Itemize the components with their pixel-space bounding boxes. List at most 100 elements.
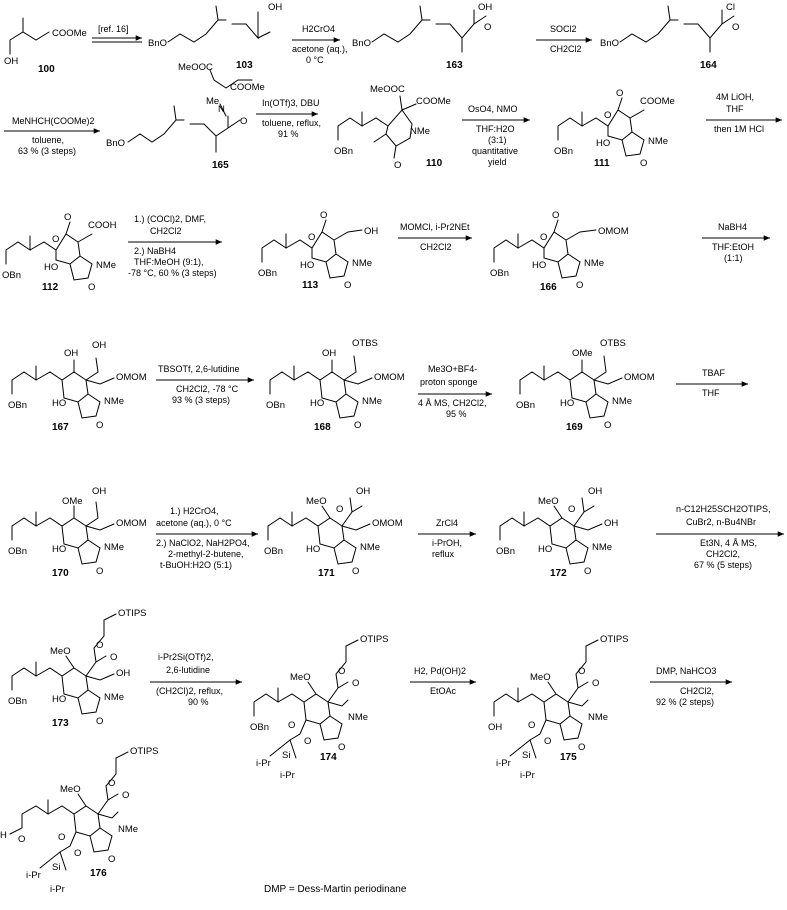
cond-r9-above-0: MOMCl, i-Pr2NEt [400, 222, 470, 232]
compound-168-label-3: OTBS [352, 338, 378, 349]
compound-165-label-2: MeOOC [178, 62, 213, 73]
compound-163-label-1: BnO [352, 38, 371, 49]
compound-168-label-6: NMe [362, 396, 382, 407]
compound-176-label-9: O [58, 832, 65, 843]
compound-165-label-5: Me [206, 96, 219, 107]
arrow-r17: i-Pr2Si(OTf)2, 2,6-lutidine (CH2Cl)2, re… [150, 652, 242, 707]
cond-r2-below-0: acetone (aq.), [292, 44, 348, 54]
compound-103-label-1: BnO [148, 38, 167, 49]
compound-175-label-4: O [578, 666, 585, 677]
compound-112-label-6: NMe [96, 260, 116, 271]
compound-113-label-2: O [320, 210, 327, 221]
compound-174: OBn MeO OTIPS O O NMe O O i-Pr Si i-Pr O… [250, 634, 389, 781]
cond-r15-below-1: reflux [432, 549, 455, 559]
compound-175-label-7: O [578, 742, 585, 753]
compound-172-label-7: NMe [592, 542, 612, 553]
compound-174-label-10: Si [282, 750, 290, 761]
compound-112-label-3: O [52, 234, 59, 245]
compound-171-number: 171 [318, 568, 335, 579]
compound-174-label-4: O [338, 666, 345, 677]
cond-r5-below-0: toluene, reflux, [262, 118, 321, 128]
cond-r5-above-0: In(OTf)3, DBU [262, 98, 320, 108]
compound-112-label-7: O [88, 282, 95, 293]
compound-174-label-9: i-Pr [256, 758, 271, 769]
arrow-r14: 1.) H2CrO4, acetone (aq.), 0 °C 2.) NaCl… [156, 506, 258, 570]
compound-112: OBn O O COOH HO NMe O 112 [2, 212, 117, 293]
compound-174-label-8: O [288, 720, 295, 731]
cond-r10-above-0: NaBH4 [718, 222, 747, 232]
compound-166-label-4: OMOM [598, 226, 629, 237]
cond-r11-below-1: 93 % (3 steps) [172, 395, 230, 405]
compound-110-number: 110 [426, 158, 443, 169]
cond-r5-below-1: 91 % [278, 129, 299, 139]
cond-r16-below-2: 67 % (5 steps) [694, 560, 752, 570]
compound-170-label-4: OMOM [116, 518, 147, 529]
compound-176-label-13: O [74, 848, 81, 859]
compound-165-label-4: N [218, 104, 225, 115]
compound-170: OBn OMe OH OMOM HO NMe O 170 [8, 486, 147, 579]
compound-169-label-6: NMe [612, 396, 632, 407]
compound-111-label-4: COOMe [640, 96, 675, 107]
compound-166-label-3: O [540, 232, 547, 243]
compound-166-label-5: HO [532, 260, 546, 271]
arrow-r4: MeNHCH(COOMe)2 toluene, 63 % (3 steps) [4, 116, 100, 156]
cond-r9-below-0: CH2Cl2 [420, 242, 452, 252]
cond-r7-above-1: THF [726, 104, 744, 114]
compound-164-label-3: O [732, 22, 739, 33]
compound-176-label-8: O [108, 854, 115, 865]
cond-r14-below-2: t-BuOH:H2O (5:1) [160, 560, 232, 570]
arrow-r2: H2CrO4 acetone (aq.), 0 °C [292, 24, 348, 65]
cond-r8-below-2: -78 °C, 60 % (3 steps) [128, 268, 217, 278]
cond-r17-below-1: 90 % [188, 697, 209, 707]
compound-172-label-8: O [584, 566, 591, 577]
cond-r2-above-0: H2CrO4 [302, 24, 335, 34]
compound-110: OBn MeOOC COOMe NMe O 110 [334, 84, 451, 171]
compound-172-label-6: HO [538, 544, 552, 555]
compound-173-label-6: OH [116, 668, 130, 679]
cond-r17-below-0: (CH2Cl)2, reflux, [156, 686, 223, 696]
compound-169-label-1: OBn [516, 400, 535, 411]
compound-167-label-1: OBn [8, 400, 27, 411]
compound-100: COOMe OH 100 [4, 17, 87, 75]
arrow-r5: In(OTf)3, DBU toluene, reflux, 91 % [256, 98, 321, 139]
compound-166: OBn O O OMOM HO NMe O 166 [490, 210, 629, 293]
compound-112-label-2: O [64, 212, 71, 223]
compound-165-label-1: BnO [106, 138, 125, 149]
compound-113-label-1: OBn [258, 268, 277, 279]
compound-112-label-4: COOH [88, 220, 117, 231]
cond-r6-below-1: (3:1) [488, 135, 507, 145]
compound-172-label-1: OBn [496, 546, 515, 557]
arrow-r12: Me3O+BF4- proton sponge 4 Å MS, CH2Cl2, … [418, 364, 492, 419]
compound-111-label-5: HO [596, 138, 610, 149]
arrow-r6: OsO4, NMO THF:H2O (3:1) quantitative yie… [462, 104, 530, 167]
compound-173-label-7: HO [52, 694, 66, 705]
cond-r3-above-0: SOCl2 [550, 24, 577, 34]
cond-r10-below-0: THF:EtOH [712, 242, 754, 252]
compound-166-number: 166 [540, 282, 557, 293]
arrow-r7: 4M LiOH, THF then 1M HCl [706, 92, 782, 134]
compound-112-number: 112 [42, 282, 59, 293]
compound-110-label-3: COOMe [416, 96, 451, 107]
compound-110-label-5: O [394, 160, 401, 171]
compound-173: OBn MeO OTIPS O O OH HO NMe O 173 [8, 608, 147, 729]
compound-166-label-2: O [552, 210, 559, 221]
compound-110-label-1: OBn [334, 146, 353, 157]
compound-175-label-10: Si [522, 750, 530, 761]
compound-171-label-3: OH [356, 486, 370, 497]
arrow-r13: TBAF THF [676, 368, 748, 398]
compound-165-label-3: COOMe [230, 82, 265, 93]
cond-r13-below-0: THF [702, 388, 720, 398]
compound-172-label-2: MeO [538, 496, 559, 507]
compound-171-label-4: O [336, 504, 343, 515]
cond-r4-above-0: MeNHCH(COOMe)2 [12, 116, 95, 126]
arrow-r9: MOMCl, i-Pr2NEt CH2Cl2 [398, 222, 472, 252]
compound-172-number: 172 [550, 568, 567, 579]
compound-100-number: 100 [38, 64, 55, 75]
compound-111-number: 111 [594, 158, 610, 169]
compound-164-number: 164 [700, 60, 717, 71]
compound-170-label-1: OBn [8, 546, 27, 557]
compound-176-label-4: OTIPS [130, 746, 159, 757]
compound-169-number: 169 [566, 422, 583, 433]
arrow-r1: [ref. 16] [92, 24, 142, 43]
